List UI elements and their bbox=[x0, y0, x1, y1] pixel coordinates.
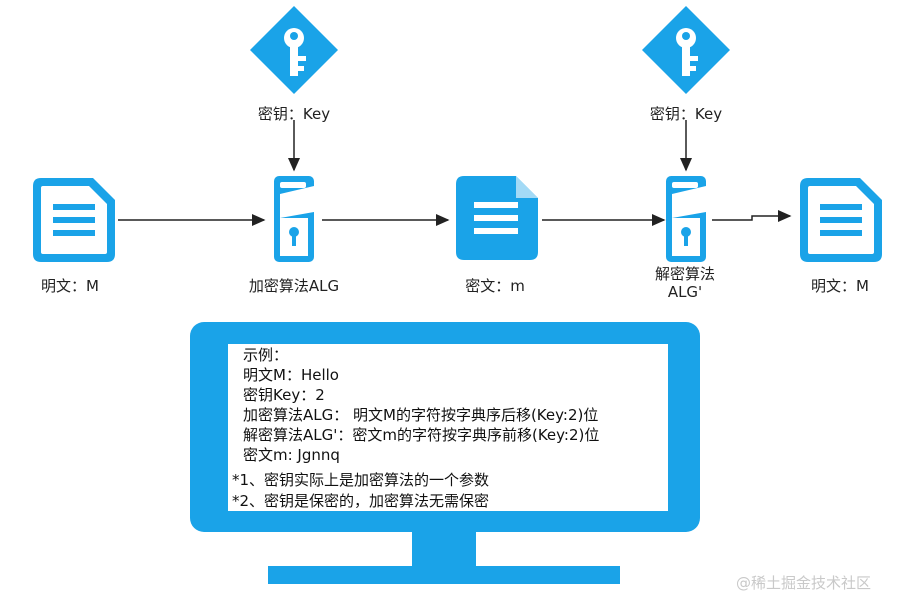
decrypt-label-line1: 解密算法 bbox=[654, 265, 715, 283]
monitor-notes: *1、密钥实际上是加密算法的一个参数 *2、密钥是保密的，加密算法无需保密 bbox=[232, 470, 489, 512]
decrypt-label-line2: ALG' bbox=[667, 283, 703, 301]
monitor-line: 示例： bbox=[243, 346, 289, 364]
monitor-line: 解密算法ALG'：密文m的字符按字典序前移(Key:2)位 bbox=[243, 426, 600, 444]
key-label-left: 密钥：Key bbox=[257, 105, 331, 123]
monitor-note: *1、密钥实际上是加密算法的一个参数 bbox=[232, 471, 490, 489]
ciphertext-document-icon bbox=[456, 176, 538, 260]
monitor-icon bbox=[190, 322, 700, 584]
encrypt-lock-icon bbox=[274, 176, 314, 262]
decrypt-lock-icon bbox=[666, 176, 706, 262]
document-icon bbox=[800, 178, 882, 262]
monitor-line: 明文M：Hello bbox=[243, 366, 339, 384]
monitor-note: *2、密钥是保密的，加密算法无需保密 bbox=[232, 492, 490, 510]
ciphertext-label: 密文：m bbox=[465, 277, 525, 295]
key-icon bbox=[250, 6, 338, 94]
monitor-example-text: 示例： 明文M：Hello 密钥Key：2 加密算法ALG： 明文M的字符按字典… bbox=[243, 345, 599, 465]
plaintext-label-right: 明文：M bbox=[811, 277, 869, 295]
key-icon bbox=[642, 6, 730, 94]
watermark: @稀土掘金技术社区 bbox=[736, 574, 872, 592]
key-label-right: 密钥：Key bbox=[649, 105, 723, 123]
monitor-line: 加密算法ALG： 明文M的字符按字典序后移(Key:2)位 bbox=[243, 406, 599, 424]
arrow-decrypt-to-plaintext bbox=[712, 210, 792, 222]
monitor-line: 密文m: Jgnnq bbox=[243, 446, 340, 464]
plaintext-label-left: 明文：M bbox=[41, 277, 99, 295]
decrypt-label: 解密算法 ALG' bbox=[630, 265, 740, 301]
document-icon bbox=[33, 178, 115, 262]
encrypt-label: 加密算法ALG bbox=[248, 277, 340, 295]
monitor-line: 密钥Key：2 bbox=[243, 386, 325, 404]
